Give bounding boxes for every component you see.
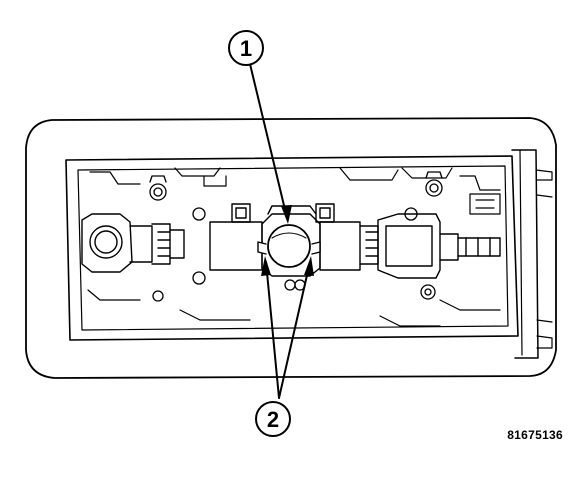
figure-code: 81675136 (507, 428, 563, 442)
left-socket (81, 213, 185, 273)
callout-2: 2 (255, 401, 291, 437)
callout-2-leaders (261, 256, 314, 399)
callout-1: 1 (228, 30, 264, 66)
screw-bosses (149, 171, 443, 302)
callout-1-label: 1 (240, 36, 252, 61)
lamp-housing (25, 117, 557, 379)
callout-1-leader (249, 63, 292, 224)
bulb (257, 224, 321, 268)
right-socket (377, 213, 501, 279)
callout-2-label: 2 (267, 407, 279, 432)
bezel-details (87, 167, 501, 327)
